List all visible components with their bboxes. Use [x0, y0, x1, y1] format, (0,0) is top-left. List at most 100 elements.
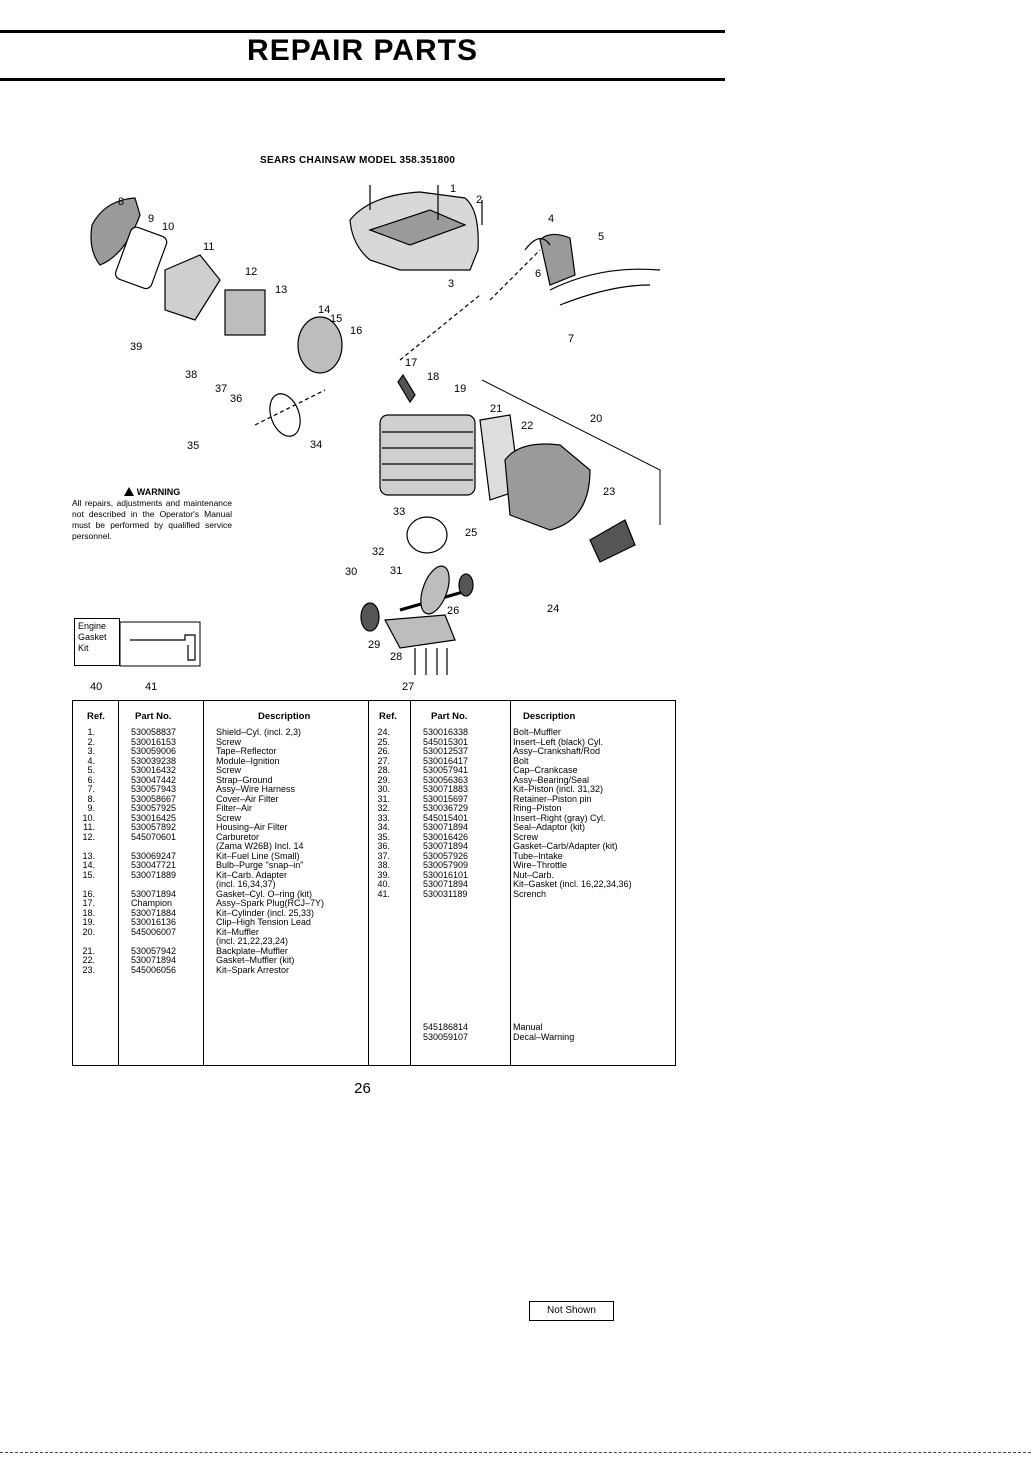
table-cell: Gasket–Cyl. O–ring (kit) [216, 888, 313, 899]
table-cell: 530069247 [131, 850, 177, 861]
table-cell: Backplate–Muffler [216, 945, 288, 956]
table-cell: 530057942 [131, 945, 177, 956]
table-cell: 545015401 [423, 812, 469, 823]
table-cell: Insert–Right (gray) Cyl. [513, 812, 606, 823]
callout-18: 18 [427, 371, 439, 383]
table-cell: 530039238 [131, 755, 177, 766]
table-cell: Wire–Throttle [513, 860, 568, 870]
table-cell: 530058667 [131, 793, 177, 804]
header-part-left: Part No. [135, 711, 172, 722]
warning-triangle-icon [123, 487, 134, 496]
callout-32: 32 [372, 546, 384, 558]
page-number: 26 [354, 1080, 371, 1097]
table-cell: 34. [377, 822, 390, 832]
table-cell: 530047721 [131, 860, 177, 870]
table-cell: Module–Ignition [216, 755, 280, 766]
callout-28: 28 [390, 651, 402, 663]
callout-27: 27 [402, 681, 414, 693]
engine-gasket-kit-label: Engine Gasket Kit [74, 618, 120, 666]
table-cell: Screw [216, 736, 242, 747]
table-cell: 23. [82, 964, 95, 975]
table-cell: 530057892 [131, 822, 177, 832]
table-cell: Retainer–Piston pin [513, 793, 592, 804]
table-cell: 530057926 [423, 850, 469, 861]
warning-box: WARNING All repairs, adjustments and mai… [72, 487, 232, 542]
table-cell: 530071883 [423, 784, 469, 794]
top-rule [0, 30, 725, 33]
table-cell: Champion [131, 898, 173, 908]
table-cell: 38. [377, 860, 390, 870]
table-cell: 530057909 [423, 860, 469, 870]
table-cell: 530057925 [131, 803, 177, 813]
callout-24: 24 [547, 603, 559, 615]
table-cell: 530071894 [423, 822, 469, 832]
table-cell: Kit–Muffler [216, 926, 259, 937]
table-cell: 32. [377, 803, 390, 813]
table-cell: Bolt [513, 755, 529, 766]
parts-table: Ref. Part No. Description Ref. Part No. … [72, 700, 676, 1321]
header-desc-right: Description [523, 711, 576, 722]
callout-41: 41 [145, 681, 157, 693]
table-cell: 33. [377, 812, 390, 823]
callout-1: 1 [450, 183, 456, 195]
table-cell: 39. [377, 869, 390, 880]
callout-34: 34 [310, 439, 322, 451]
table-cell: 25. [377, 736, 390, 747]
table-cell: 2. [87, 736, 95, 747]
table-cell: 530012537 [423, 746, 469, 756]
table-cell: 530058837 [131, 727, 177, 737]
table-cell: (incl. 16,34,37) [216, 879, 276, 889]
table-cell: Strap–Ground [216, 774, 273, 785]
table-cell: 530031189 [423, 888, 468, 899]
table-cell: 31. [377, 793, 390, 804]
table-cell: 8. [87, 793, 95, 804]
table-cell: 1. [87, 727, 95, 737]
table-cell: 545006056 [131, 964, 177, 975]
table-cell: Kit–Cylinder (incl. 25,33) [216, 907, 315, 918]
table-cell: 27. [377, 755, 390, 766]
table-cell: 21. [82, 945, 95, 956]
table-cell: 545070601 [131, 831, 177, 842]
table-cell: 530016425 [131, 812, 177, 823]
header-part-right: Part No. [431, 711, 468, 722]
callout-17: 17 [405, 357, 417, 369]
table-cell: 24. [377, 727, 390, 737]
callout-7: 7 [568, 333, 574, 345]
callout-29: 29 [368, 639, 380, 651]
callout-40: 40 [90, 681, 102, 693]
model-title: SEARS CHAINSAW MODEL 358.351800 [260, 155, 456, 166]
callout-8: 8 [118, 196, 124, 208]
table-cell: Filter–Air [216, 803, 253, 813]
table-cell: 37. [377, 850, 390, 861]
table-cell: 530056363 [423, 774, 469, 785]
callout-31: 31 [390, 565, 402, 577]
callout-21: 21 [490, 403, 502, 415]
table-cell: 11. [83, 822, 95, 832]
callout-33: 33 [393, 506, 405, 518]
table-cell: 14. [82, 860, 95, 870]
table-cell: 530071894 [423, 879, 469, 889]
table-cell: 530071889 [131, 869, 177, 880]
table-cell: Kit–Spark Arrestor [216, 964, 290, 975]
callout-38: 38 [185, 369, 197, 381]
table-cell: 4. [87, 755, 95, 766]
callout-5: 5 [598, 231, 604, 243]
table-cell: Housing–Air Filter [216, 822, 288, 832]
table-cell: Ring–Piston [513, 803, 562, 813]
table-cell: 12. [82, 831, 95, 842]
table-cell: 530071894 [423, 841, 469, 851]
header-desc-left: Description [258, 711, 311, 722]
table-cell: Screw [513, 831, 539, 842]
table-cell: 530057943 [131, 784, 177, 794]
callout-19: 19 [454, 383, 466, 395]
table-cell: 35. [377, 831, 390, 842]
table-cell: 530071894 [131, 888, 177, 899]
exploded-parts-diagram: 1 2 3 4 5 6 7 8 9 10 11 12 13 14 15 16 1… [90, 183, 661, 693]
table-cell: 530016153 [131, 736, 177, 747]
table-cell: Seal–Adaptor (kit) [513, 822, 586, 832]
table-cell: Bulb–Purge "snap–in" [216, 860, 304, 870]
callout-25: 25 [465, 527, 477, 539]
table-cell: Gasket–Muffler (kit) [216, 955, 295, 965]
